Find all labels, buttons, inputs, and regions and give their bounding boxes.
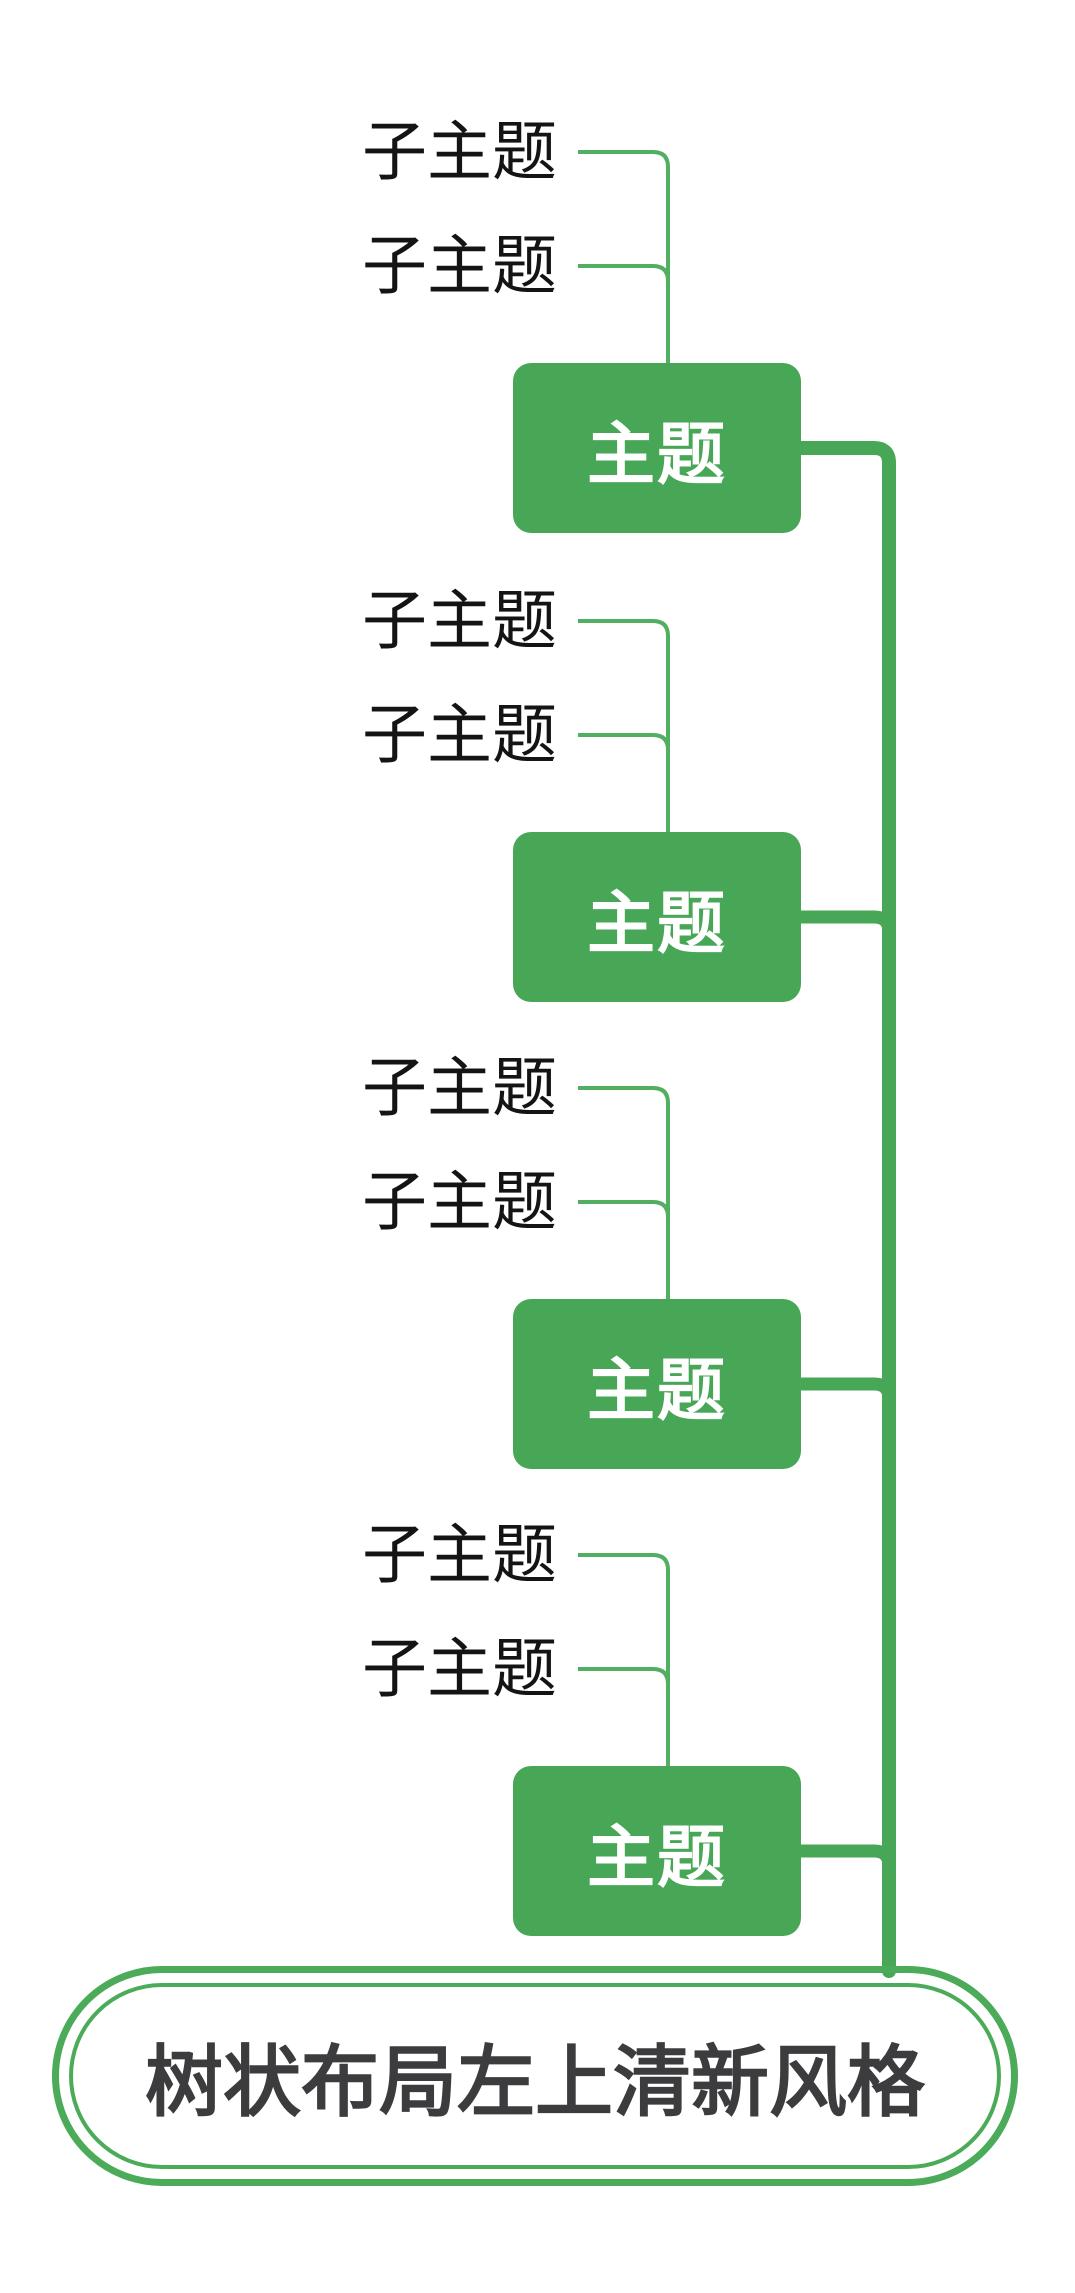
subtopic-node[interactable]: 子主题 <box>362 698 558 771</box>
subtopic-node[interactable]: 子主题 <box>362 1165 558 1238</box>
topic-node[interactable]: 主题 <box>513 832 801 1002</box>
subtopic-connector <box>578 1667 670 1772</box>
subtopic-connector <box>578 1200 670 1305</box>
subtopic-connector <box>578 619 670 838</box>
topic-node[interactable]: 主题 <box>513 1766 801 1936</box>
subtopic-node[interactable]: 子主题 <box>362 584 558 657</box>
topic-branch-connector <box>801 1377 896 1400</box>
subtopic-node[interactable]: 子主题 <box>362 1518 558 1591</box>
subtopic-connector <box>578 733 670 838</box>
subtopic-connector <box>578 264 670 369</box>
root-label: 树状布局左上清新风格 <box>144 2038 925 2126</box>
subtopic-connector <box>578 150 670 369</box>
trunk-connector <box>794 441 896 1978</box>
topic-branch-connector <box>801 1844 896 1867</box>
subtopic-node[interactable]: 子主题 <box>362 115 558 188</box>
topic-node[interactable]: 主题 <box>513 1299 801 1469</box>
topic-label: 主题 <box>586 1819 727 1896</box>
topic-branch-connector <box>801 910 896 933</box>
topic-label: 主题 <box>586 1352 727 1429</box>
subtopic-node[interactable]: 子主题 <box>362 229 558 302</box>
subtopic-connector <box>578 1086 670 1305</box>
topic-label: 主题 <box>586 885 727 962</box>
topic-node[interactable]: 主题 <box>513 363 801 533</box>
root-node[interactable]: 树状布局左上清新风格 <box>52 1966 1018 2186</box>
subtopic-node[interactable]: 子主题 <box>362 1051 558 1124</box>
subtopic-connector <box>578 1553 670 1772</box>
subtopic-node[interactable]: 子主题 <box>362 1632 558 1705</box>
topic-label: 主题 <box>586 416 727 493</box>
